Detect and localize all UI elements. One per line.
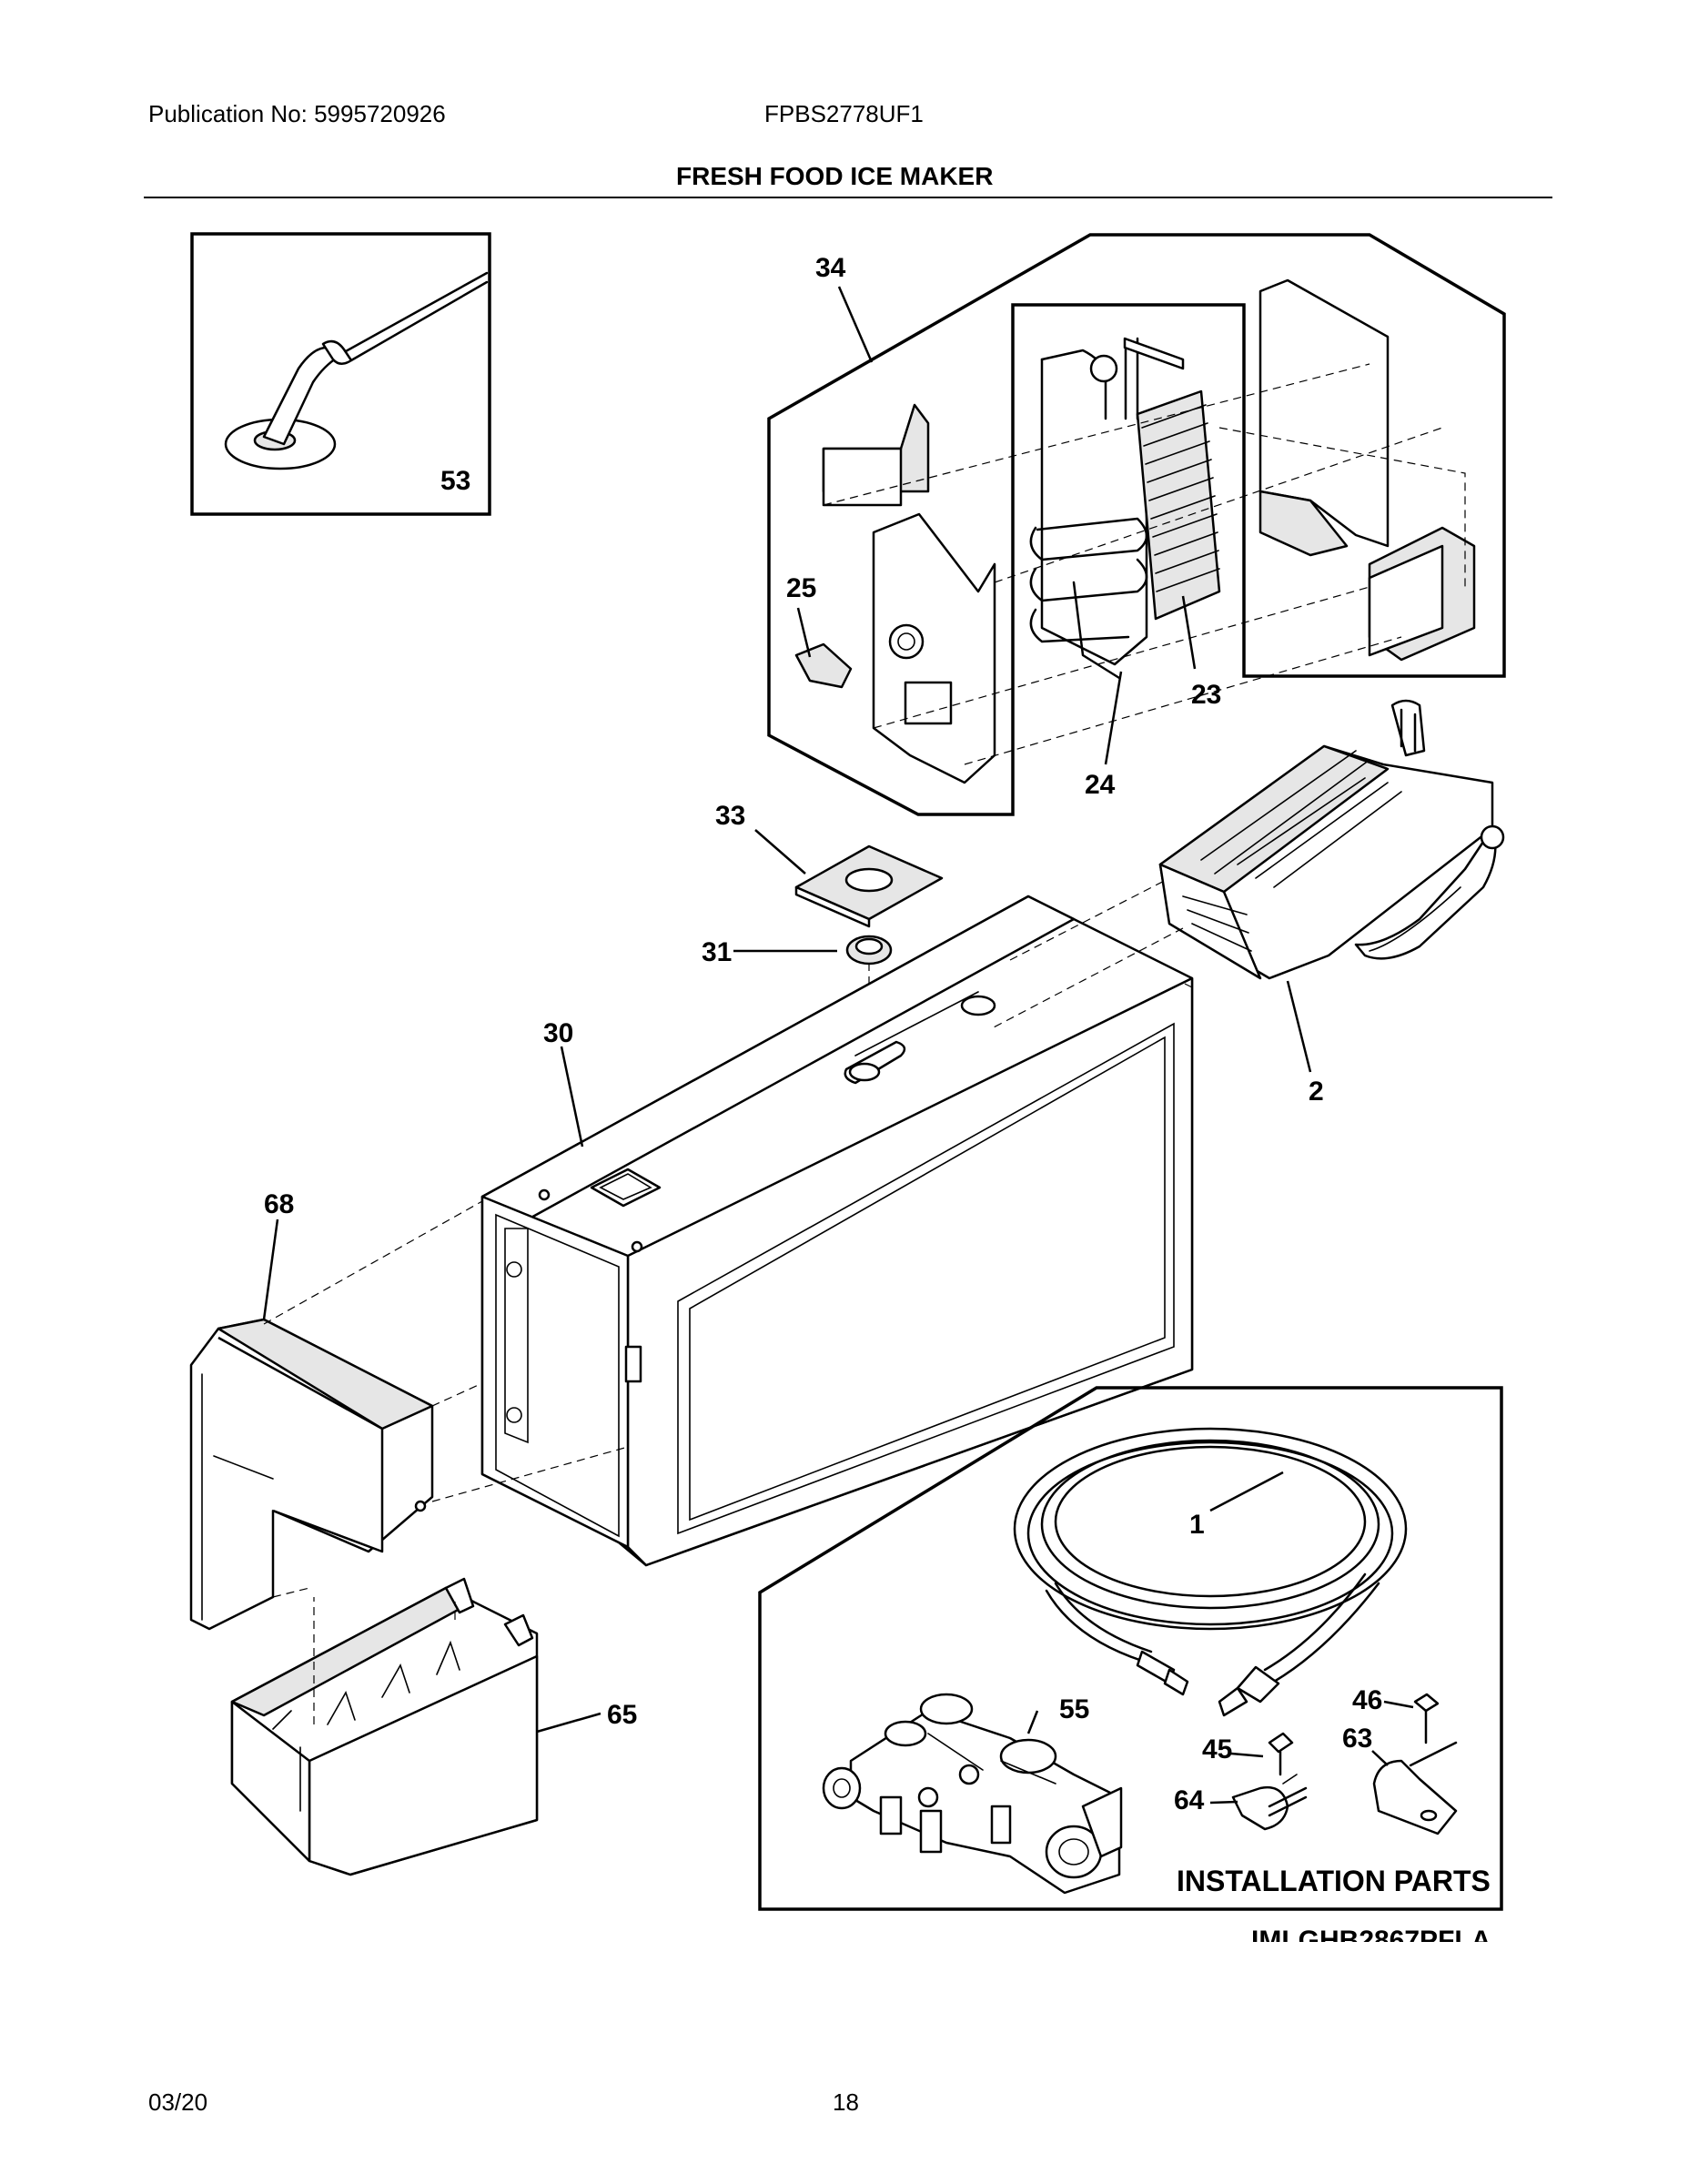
installation-parts-frame	[758, 1386, 1503, 1911]
group-34-evaporator-frame	[767, 233, 1506, 816]
installation-parts-label: INSTALLATION PARTS	[1177, 1865, 1491, 1897]
footer-date: 03/20	[148, 2088, 208, 2116]
callout-46: 46	[1352, 1685, 1382, 1715]
leader-lines	[262, 286, 1414, 1805]
part-63-clamp	[1372, 1741, 1458, 1835]
footer-page-number: 18	[833, 2088, 859, 2116]
callout-34: 34	[815, 253, 846, 283]
part-30-housing	[480, 873, 1194, 1567]
inset-53-water-tube	[190, 232, 491, 516]
callout-30: 30	[543, 1018, 573, 1048]
callout-53: 53	[440, 466, 470, 496]
part-1-water-tube	[1013, 1427, 1408, 1717]
callout-25: 25	[786, 573, 816, 603]
callout-55: 55	[1059, 1694, 1089, 1724]
part-55-water-valve	[822, 1693, 1123, 1895]
callout-2: 2	[1309, 1077, 1324, 1107]
part-65-ice-bucket	[230, 1577, 539, 1876]
callout-63: 63	[1342, 1724, 1372, 1754]
callout-68: 68	[264, 1189, 294, 1219]
header-rule	[144, 197, 1552, 198]
callout-45: 45	[1202, 1734, 1232, 1764]
callout-64: 64	[1174, 1785, 1205, 1815]
callout-31: 31	[702, 937, 732, 967]
part-45-screw	[1268, 1732, 1294, 1776]
part-64-clamp	[1231, 1774, 1308, 1831]
callout-33: 33	[715, 801, 745, 831]
callout-1: 1	[1189, 1510, 1205, 1540]
callout-23: 23	[1191, 680, 1221, 710]
part-2-ice-maker	[991, 699, 1505, 1029]
diagram-code: IMLGHB2867PFLA	[1251, 1926, 1491, 1956]
publication-number: Publication No: 5995720926	[148, 100, 446, 127]
part-33-pad	[794, 844, 944, 928]
page-title: FRESH FOOD ICE MAKER	[676, 162, 994, 190]
callout-65: 65	[607, 1700, 637, 1730]
model-number: FPBS2778UF1	[764, 100, 924, 127]
callout-24: 24	[1085, 770, 1116, 800]
part-46-screw	[1413, 1693, 1440, 1744]
part-68-cover	[189, 1200, 629, 1631]
